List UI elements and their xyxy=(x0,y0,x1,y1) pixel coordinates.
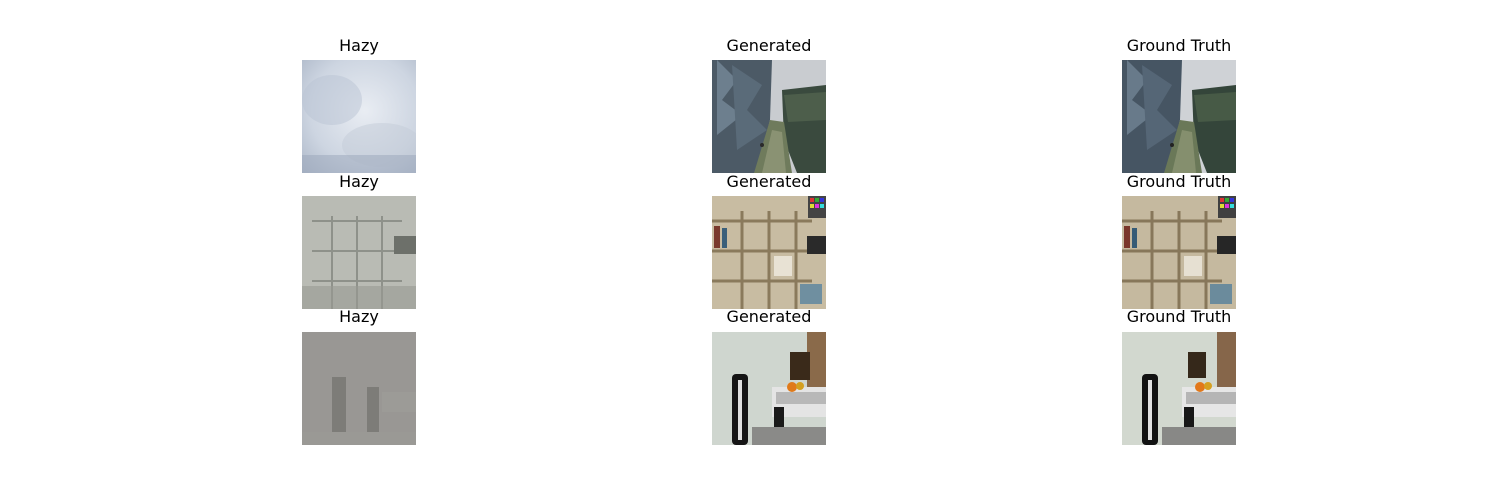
panel-title: Generated xyxy=(726,172,812,191)
panel-title: Generated xyxy=(726,36,812,55)
panel-title: Hazy xyxy=(339,172,379,191)
hazy-image-garden xyxy=(302,60,416,173)
ground-truth-image-desk xyxy=(1122,332,1236,445)
generated-image-bookshelf xyxy=(712,196,826,309)
panel-title: Ground Truth xyxy=(1126,36,1232,55)
panel-title: Ground Truth xyxy=(1126,307,1232,326)
ground-truth-image-garden xyxy=(1122,60,1236,173)
generated-image-desk xyxy=(712,332,826,445)
hazy-image-desk xyxy=(302,332,416,445)
generated-image-garden xyxy=(712,60,826,173)
panel-title: Hazy xyxy=(339,36,379,55)
panel-title: Hazy xyxy=(339,307,379,326)
ground-truth-image-bookshelf xyxy=(1122,196,1236,309)
panel-title: Generated xyxy=(726,307,812,326)
panel-title: Ground Truth xyxy=(1126,172,1232,191)
hazy-image-bookshelf xyxy=(302,196,416,309)
